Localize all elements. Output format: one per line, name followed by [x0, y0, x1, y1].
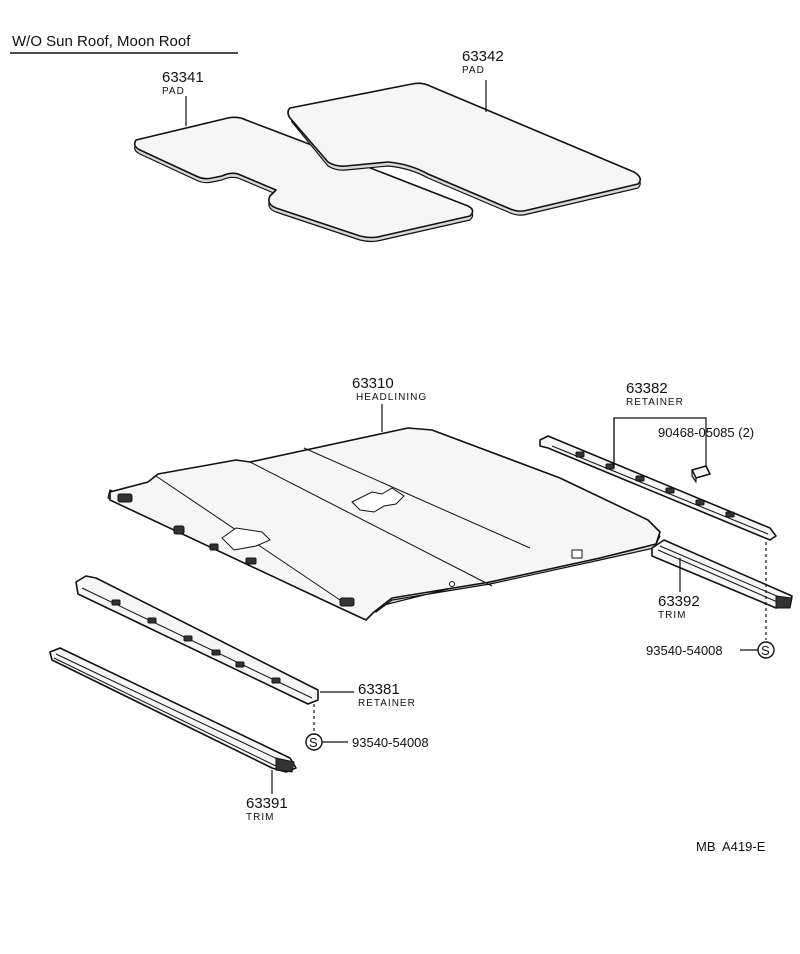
retainer-63382: 63382 RETAINER	[539, 380, 777, 541]
screw-left-symbol: S	[309, 735, 318, 750]
retainer-63382-number: 63382	[626, 380, 668, 397]
pad-63341-number: 63341	[162, 69, 204, 86]
trim-63392-number: 63392	[658, 593, 700, 610]
screw-right-symbol: S	[761, 643, 770, 658]
retainer-63381: 63381 RETAINER	[75, 575, 416, 709]
clip-number: 90468-05085 (2)	[658, 425, 754, 440]
screw-right-93540-54008: S 93540-54008	[646, 542, 775, 659]
screw-left-93540-54008: S 93540-54008	[305, 704, 429, 751]
screw-right-number: 93540-54008	[646, 643, 723, 658]
retainer-63382-name: RETAINER	[626, 397, 684, 408]
headlining-63310: 63310 HEADLINING	[107, 375, 661, 621]
retainer-63381-name: RETAINER	[358, 698, 416, 709]
retainer-63381-number: 63381	[358, 681, 400, 698]
trim-63391: 63391 TRIM	[49, 647, 297, 823]
diagram-title: W/O Sun Roof, Moon Roof	[10, 33, 238, 54]
pad-63342-number: 63342	[462, 48, 504, 65]
trim-63392: 63392 TRIM	[651, 539, 793, 621]
headlining-number: 63310	[352, 375, 394, 392]
trim-63391-name: TRIM	[246, 812, 274, 823]
footer-code: MB A419-E	[696, 839, 766, 854]
trim-63392-name: TRIM	[658, 610, 686, 621]
clip-90468-05085: 90468-05085 (2)	[658, 425, 754, 483]
title-text: W/O Sun Roof, Moon Roof	[12, 33, 191, 50]
trim-63391-number: 63391	[246, 795, 288, 812]
pad-63342: 63342 PAD	[287, 48, 642, 216]
pad-63341-name: PAD	[162, 86, 185, 97]
headlining-name: HEADLINING	[356, 392, 427, 403]
pad-63342-name: PAD	[462, 65, 485, 76]
screw-left-number: 93540-54008	[352, 735, 429, 750]
